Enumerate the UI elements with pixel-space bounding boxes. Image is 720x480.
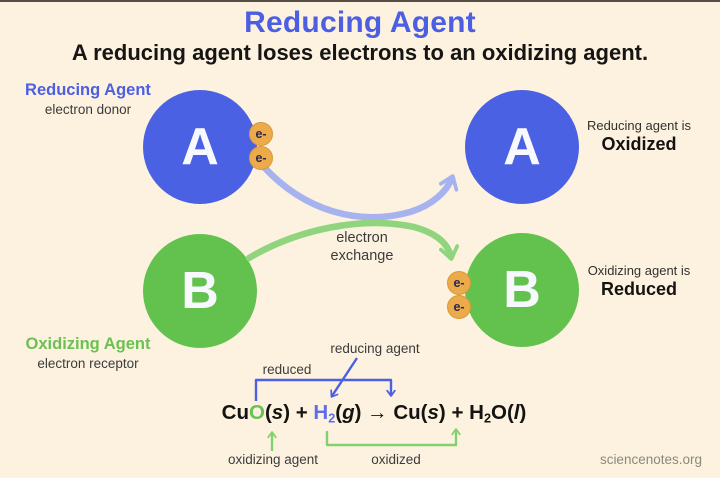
page-subtitle: A reducing agent loses electrons to an o…	[71, 40, 649, 65]
oxidized-result-text: Oxidized	[601, 134, 677, 154]
eq-h-blue: H	[313, 401, 329, 424]
eq-paren: (	[335, 401, 343, 424]
oxidizing-agent-annotation: oxidizing agent	[227, 452, 319, 467]
circle-b-oxidizing-agent: B	[143, 234, 257, 348]
eq-paren: )	[519, 401, 527, 424]
electron-badge: e-	[249, 146, 273, 170]
electron-receptor-label: electron receptor	[37, 356, 139, 371]
electron-exchange-line1: electron	[336, 230, 388, 246]
oxidized-annotation: oxidized	[371, 452, 421, 467]
electron-badge: e-	[249, 122, 273, 146]
electron-donor-label: electron donor	[44, 102, 132, 117]
reducing-agent-label-group: Reducing Agent electron donor	[10, 81, 166, 117]
eq-paren: (	[264, 401, 272, 424]
oxidized-bracket-arrow	[325, 428, 461, 447]
oxidizing-agent-is-text: Oxidizing agent is	[587, 263, 691, 278]
reduced-result-text: Reduced	[600, 279, 678, 299]
reducing-agent-result: Reducing agent is Oxidized	[574, 118, 704, 155]
eq-cu: Cu	[221, 401, 249, 424]
electron-badge: e-	[447, 295, 471, 319]
oxidizing-agent-label: Oxidizing Agent	[25, 335, 151, 353]
eq-o-green: O	[249, 401, 265, 424]
electron-transfer-arrow-green	[245, 219, 460, 262]
reduced-bracket-arrow	[254, 378, 396, 401]
reducing-agent-pointer-arrow	[330, 357, 359, 398]
circle-b-letter: B	[181, 262, 219, 320]
eq-o-product: O(	[491, 401, 514, 424]
circle-a-reducing-agent: A	[143, 90, 257, 204]
circle-b-reduced: B	[465, 233, 579, 347]
oxidizing-agent-result: Oxidizing agent is Reduced	[574, 263, 704, 300]
bottom-border	[0, 478, 720, 480]
eq-state-s: s	[271, 401, 284, 424]
electron-exchange-label: electron exchange	[282, 229, 442, 265]
eq-plus: ) +	[438, 401, 470, 424]
eq-yields-arrow: ) →	[354, 401, 394, 424]
eq-h-product: H	[469, 401, 484, 424]
chemical-equation: CuO(s) + H2(g) → Cu(s) + H2O(l)	[222, 401, 527, 426]
circle-a-letter: A	[503, 118, 541, 176]
oxidizing-agent-label-group: Oxidizing Agent electron receptor	[10, 335, 166, 371]
top-border	[0, 0, 720, 2]
eq-cu-product: Cu(	[393, 401, 428, 424]
eq-h2o-subscript: 2	[483, 410, 492, 426]
eq-state-g: g	[342, 401, 355, 424]
reduced-annotation: reduced	[262, 362, 312, 377]
reducing-agent-is-text: Reducing agent is	[586, 118, 692, 133]
circle-b-letter: B	[503, 261, 541, 319]
eq-h2-subscript: 2	[328, 410, 336, 426]
eq-state-l: l	[513, 401, 520, 424]
reducing-agent-annotation: reducing agent	[330, 341, 420, 356]
circle-a-oxidized: A	[465, 90, 579, 204]
site-credit: sciencenotes.org	[599, 452, 702, 467]
electron-exchange-line2: exchange	[330, 248, 394, 264]
eq-plus: ) +	[283, 401, 314, 424]
electron-transfer-arrow-blue	[259, 162, 459, 221]
circle-a-letter: A	[181, 118, 219, 176]
electron-badge: e-	[447, 271, 471, 295]
page-title: Reducing Agent	[244, 6, 476, 39]
eq-state-s: s	[427, 401, 439, 424]
reducing-agent-label: Reducing Agent	[25, 81, 151, 99]
